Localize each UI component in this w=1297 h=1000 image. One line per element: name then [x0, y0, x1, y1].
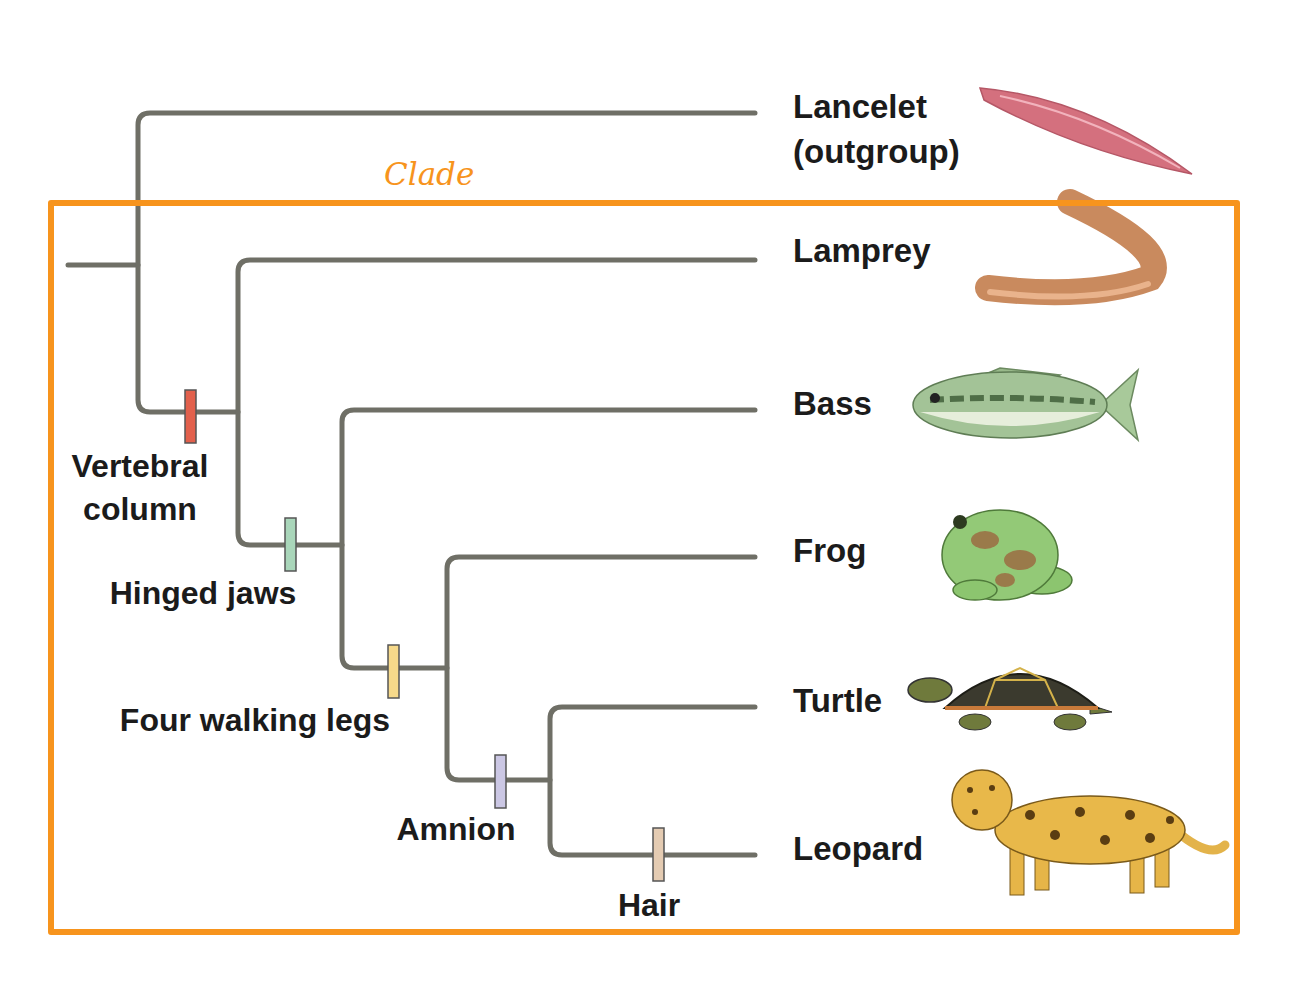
leopard-spot [1025, 810, 1035, 820]
taxon-label: Lancelet (outgroup) [793, 84, 1023, 174]
frog-spot [995, 573, 1015, 587]
leopard-head [952, 770, 1012, 830]
trait-label: Hinged jaws [53, 572, 353, 615]
leopard-spot [1075, 807, 1085, 817]
trait-mark [495, 755, 506, 808]
trait-label: Vertebral column [40, 445, 240, 531]
turtle-scutes [985, 668, 1058, 708]
lancelet-stripe [1000, 96, 1180, 168]
frog-leg [953, 580, 997, 600]
lamprey-belly [990, 284, 1148, 297]
taxon-label: Leopard [793, 826, 1093, 871]
bass-illustration [913, 368, 1138, 440]
trait-mark [285, 518, 296, 571]
turtle-illustration [908, 668, 1112, 730]
bass-stripe [930, 398, 1095, 402]
leopard-spot [1125, 810, 1135, 820]
leopard-spot [989, 785, 995, 791]
taxon-label: Lamprey [793, 228, 1093, 273]
tree-branch [342, 410, 755, 668]
trait-label: Four walking legs [75, 699, 435, 742]
trait-mark [653, 828, 664, 881]
leopard-body [995, 796, 1185, 864]
bass-belly [920, 412, 1100, 426]
tree-branch [447, 557, 755, 780]
frog-spot [971, 531, 999, 549]
clade-box: Clade [48, 200, 1240, 935]
trait-label: Hair [589, 884, 709, 927]
bass-body [913, 372, 1107, 438]
leopard-spots [967, 785, 1174, 845]
taxon-label: Frog [793, 528, 1093, 573]
lamprey-body [988, 202, 1154, 292]
taxon-label: Bass [793, 381, 1093, 426]
turtle-leg [1054, 714, 1086, 730]
trait-marks [185, 390, 664, 881]
leopard-spot [967, 787, 973, 793]
turtle-rim [945, 706, 1098, 710]
lancelet-body [980, 88, 1192, 174]
frog-eye [953, 515, 967, 529]
bass-eye [930, 393, 940, 403]
leopard-spot [1166, 816, 1174, 824]
frog-body [942, 510, 1058, 600]
leopard-spot [1100, 835, 1110, 845]
frog-illustration [942, 510, 1072, 600]
trait-label: Amnion [356, 808, 556, 851]
leopard-spot [1050, 830, 1060, 840]
trait-mark [185, 390, 196, 443]
root-branch [68, 263, 138, 268]
leopard-illustration [952, 770, 1225, 895]
lamprey-illustration [988, 202, 1154, 297]
leopard-spot [1145, 833, 1155, 843]
trait-mark [388, 645, 399, 698]
leopard-spot [972, 809, 978, 815]
lancelet-illustration [980, 88, 1192, 174]
tree-branch [238, 260, 755, 545]
taxon-label: Turtle [793, 678, 1093, 723]
turtle-head [908, 678, 952, 702]
clade-label: Clade [384, 156, 474, 192]
frog-spot [1004, 550, 1036, 570]
turtle-leg [959, 714, 991, 730]
